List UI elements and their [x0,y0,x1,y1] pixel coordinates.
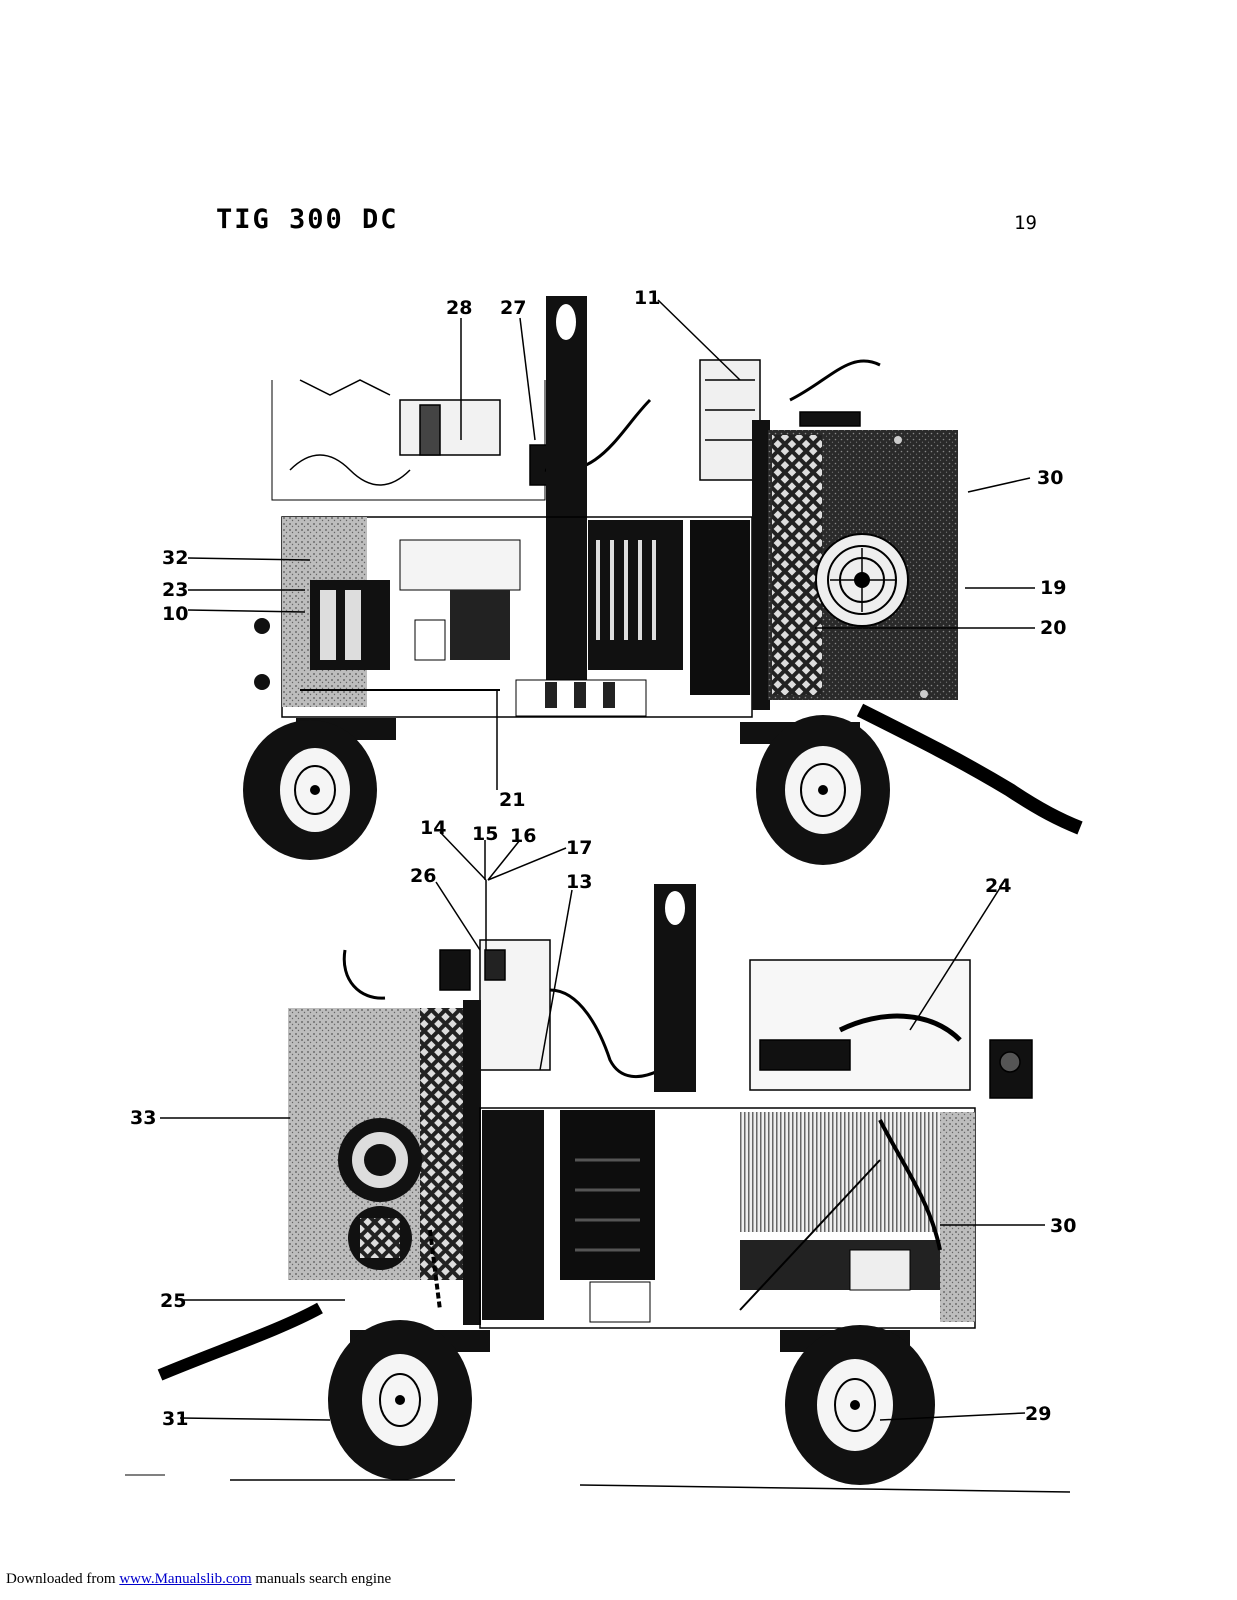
callout-label: 10 [162,603,188,625]
callout-label: 17 [566,837,592,859]
footer-attribution: Downloaded from www.Manualslib.com manua… [6,1571,391,1588]
callout-label: 26 [410,865,436,887]
bottom-view-rear-wheel [780,1325,935,1485]
callout-label: 23 [162,579,188,601]
callout-label: 13 [566,871,592,893]
bottom-view-photo [125,884,1071,1493]
callout-label: 32 [162,547,188,569]
callout-label: 15 [472,823,498,845]
top-view-photo [243,296,1083,865]
footer-suffix: manuals search engine [251,1571,392,1587]
top-view-callouts: 28 27 11 30 32 23 10 19 20 21 [162,287,1066,811]
bottom-view-chassis [479,1107,976,1329]
callout-label: 16 [510,825,536,847]
top-view-upper-deck [271,359,881,501]
callout-label: 24 [985,875,1011,897]
machine-photo-figure: 28 27 11 30 32 23 10 19 20 21 14 15 16 1… [125,287,1083,1493]
footer-prefix: Downloaded from [6,1571,120,1587]
bottom-view-front-wheel [328,1320,490,1480]
top-view-cable [856,703,1083,835]
callout-label: 27 [500,297,526,319]
bottom-view-callouts: 14 15 16 17 26 13 24 33 30 25 31 29 [130,817,1076,1430]
callout-label: 30 [1037,467,1063,489]
callout-label: 20 [1040,617,1066,639]
callout-label: 19 [1040,577,1066,599]
callout-label: 21 [499,789,525,811]
callout-label: 11 [634,287,660,309]
callout-label: 31 [162,1408,188,1430]
manualslib-link[interactable]: www.Manualslib.com [119,1571,252,1587]
callout-label: 30 [1050,1215,1076,1237]
page-number: 19 [1014,212,1037,234]
bottom-view-lifting-handle [654,884,696,1092]
callout-label: 33 [130,1107,156,1129]
bottom-view-upper-deck [342,939,1033,1099]
page-title: TIG 300 DC [216,204,399,235]
top-view-front-wheel [243,718,396,860]
callout-label: 14 [420,817,446,839]
callout-label: 25 [160,1290,186,1312]
top-view-lifting-handle [546,296,587,716]
bottom-view-cooling-box [288,1000,481,1325]
top-view-cooling-box [752,420,958,710]
callout-label: 29 [1025,1403,1051,1425]
callout-leaders [160,299,1045,1421]
top-view-chassis [254,516,753,718]
top-view-rear-wheel [740,715,890,865]
bottom-view-cable [157,1302,323,1381]
callout-label: 28 [446,297,472,319]
